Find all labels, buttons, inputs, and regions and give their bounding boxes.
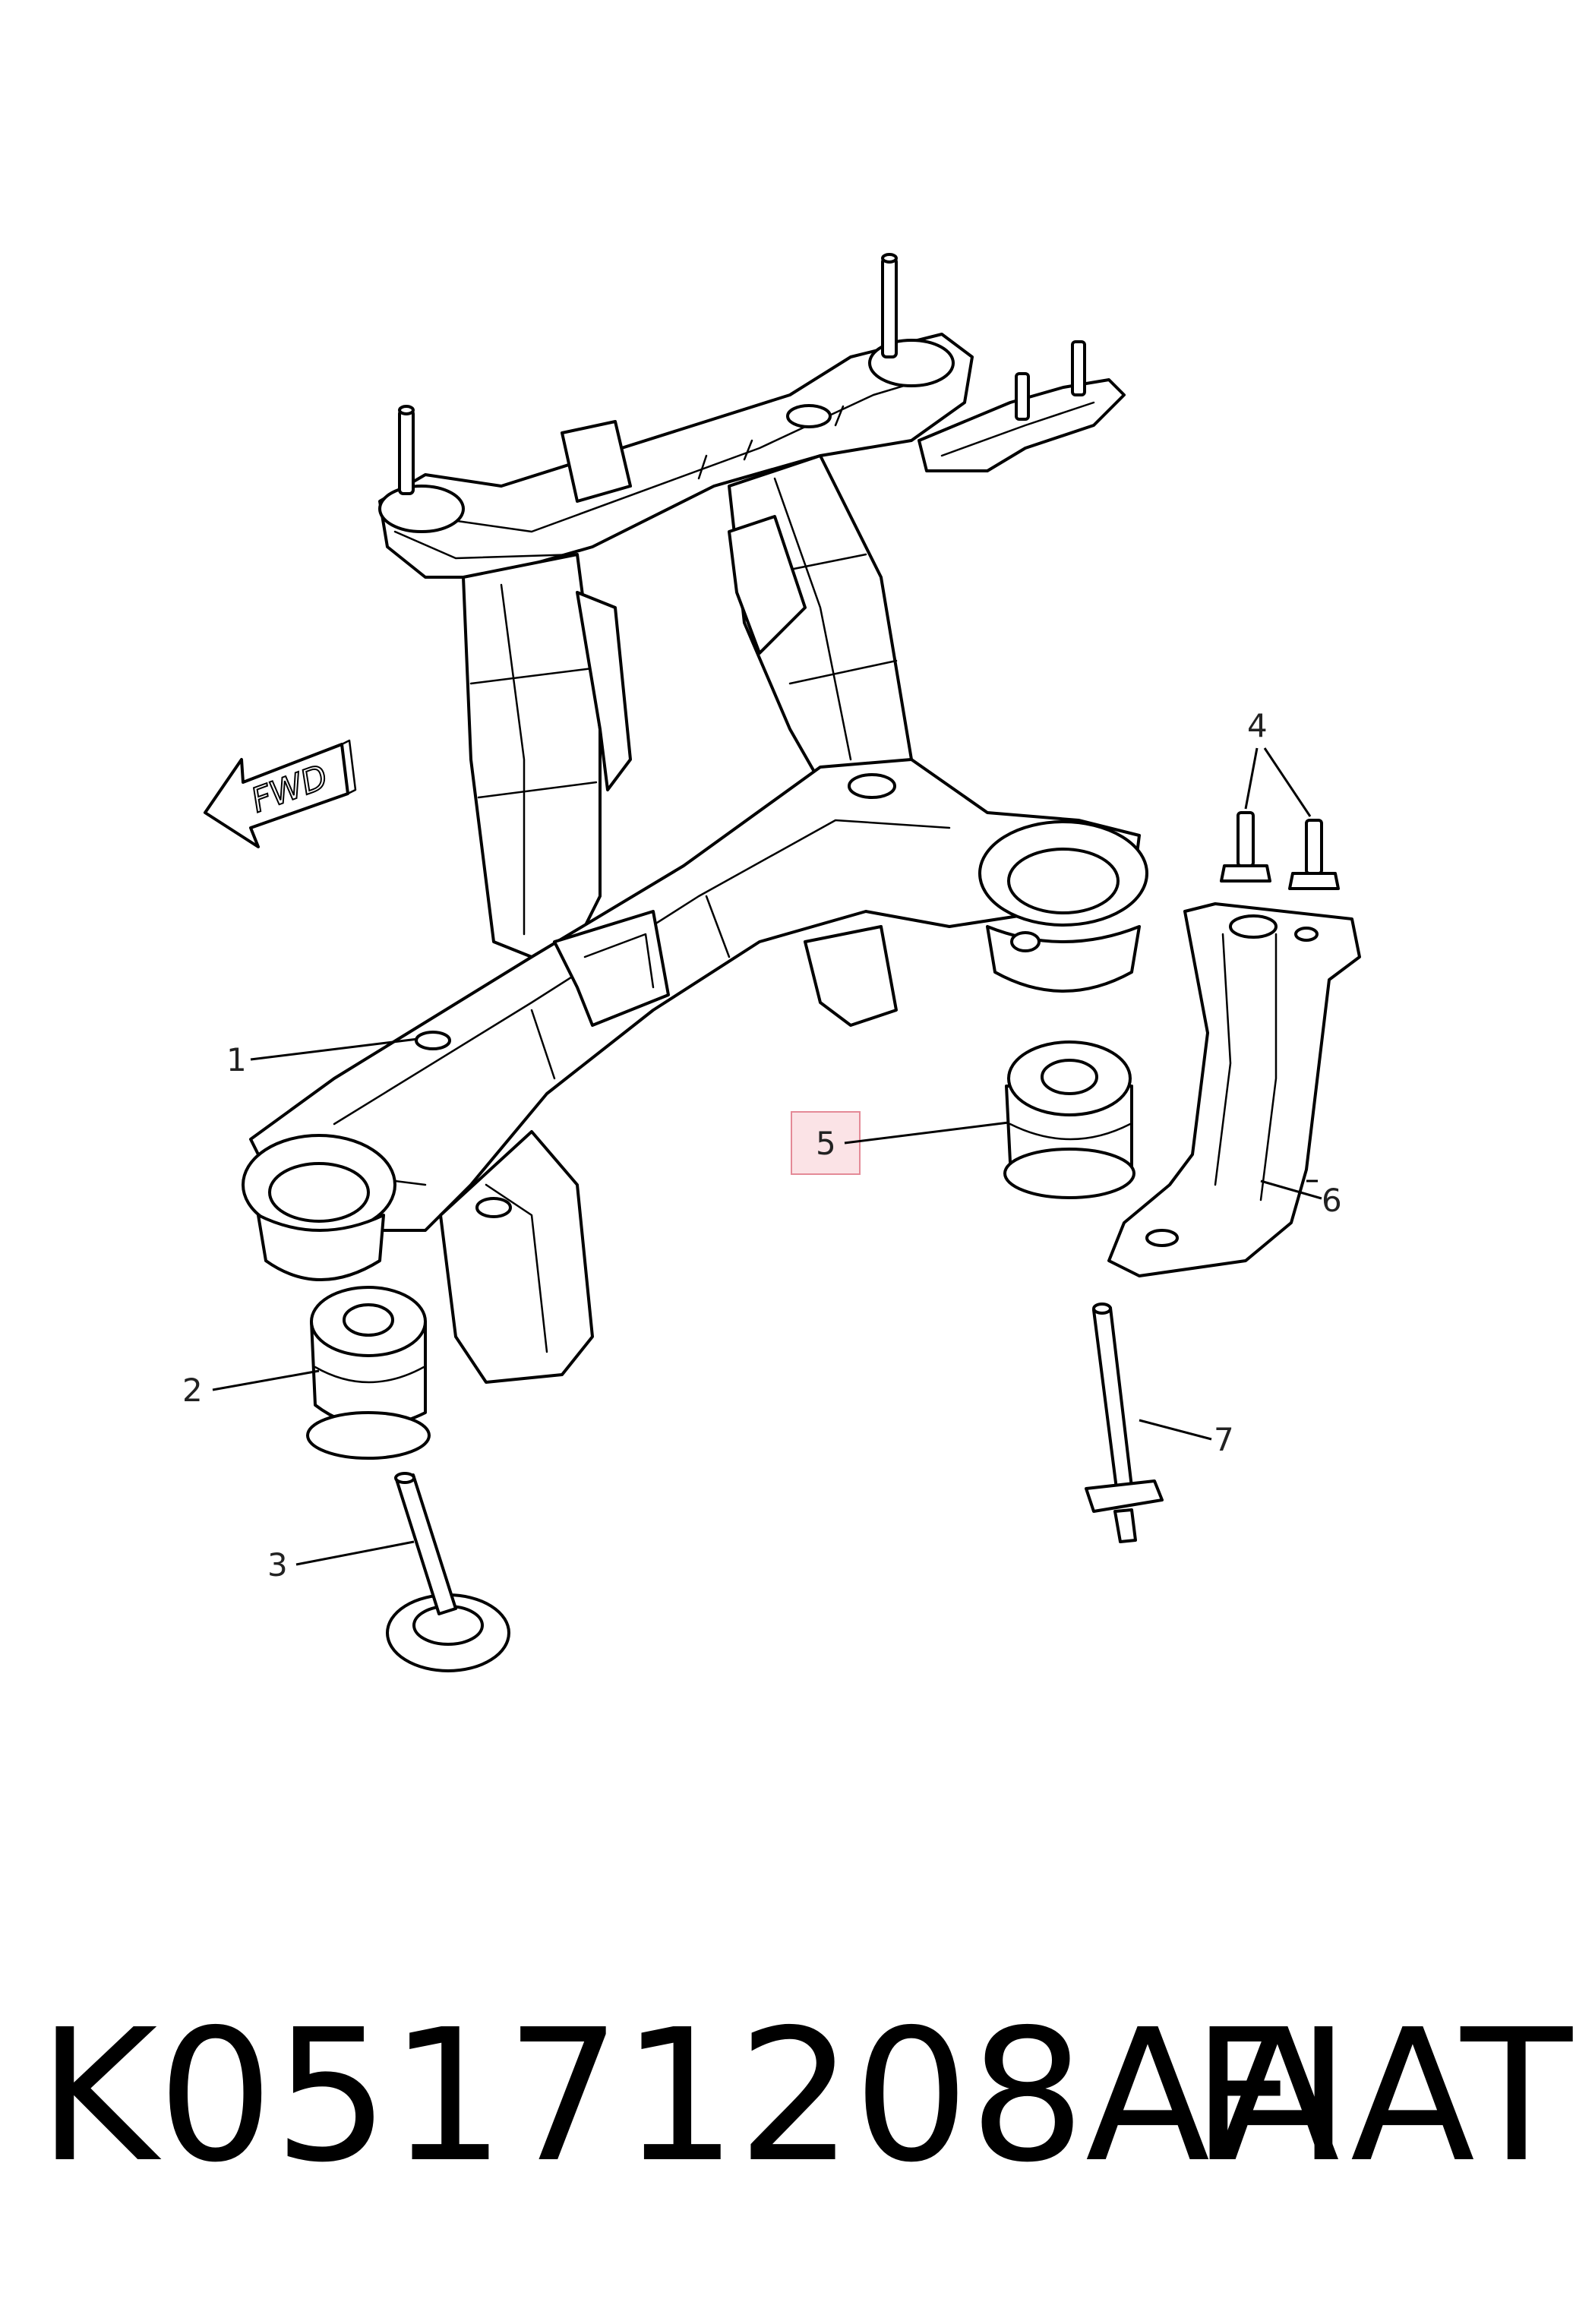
- front-right-bushing-housing: [978, 820, 1148, 993]
- callout-1: 1: [226, 1041, 247, 1078]
- rear-crossmember: [378, 333, 974, 579]
- leader-2: [212, 1369, 320, 1391]
- leader-4a: [1244, 747, 1259, 810]
- leader-lines: [212, 747, 1322, 1566]
- callout-3: 3: [267, 1546, 288, 1584]
- part-4-bolts: [1220, 811, 1340, 890]
- left-side-rail: [462, 553, 632, 958]
- callout-7: 7: [1214, 1421, 1234, 1458]
- right-side-rail: [728, 454, 913, 837]
- crossmember-side-bracket: [918, 340, 1126, 472]
- leader-4b: [1263, 747, 1312, 817]
- part-2-bushing: [306, 1286, 431, 1460]
- leader-7: [1139, 1419, 1212, 1441]
- rear-mount-studs: [398, 253, 898, 495]
- brand-name: FIAT: [1192, 1990, 1572, 2202]
- front-left-bushing-housing: [242, 1134, 396, 1281]
- leader-3: [295, 1540, 415, 1566]
- callout-5: 5: [816, 1125, 836, 1162]
- part-5-bushing: [1003, 1040, 1135, 1199]
- callout-4: 4: [1247, 707, 1268, 744]
- callout-numbers: 1 2 3 4 5 6 7: [182, 707, 1342, 1584]
- leader-5: [844, 1121, 1009, 1145]
- part-number: K05171208AA: [38, 1990, 1340, 2202]
- callout-2: 2: [182, 1372, 203, 1409]
- leader-1: [250, 1037, 418, 1061]
- callout-6: 6: [1322, 1182, 1342, 1219]
- part-7-long-bolt: [1085, 1303, 1164, 1543]
- caption: K05171208AA FIAT: [38, 1982, 1572, 2210]
- fwd-direction-arrow: FWD: [204, 739, 357, 848]
- leader-6b: [1260, 1179, 1322, 1200]
- lower-mount-bracket: [439, 925, 898, 1384]
- part-3-bolt-washer: [386, 1472, 510, 1672]
- part-6-bracket: [1107, 902, 1361, 1277]
